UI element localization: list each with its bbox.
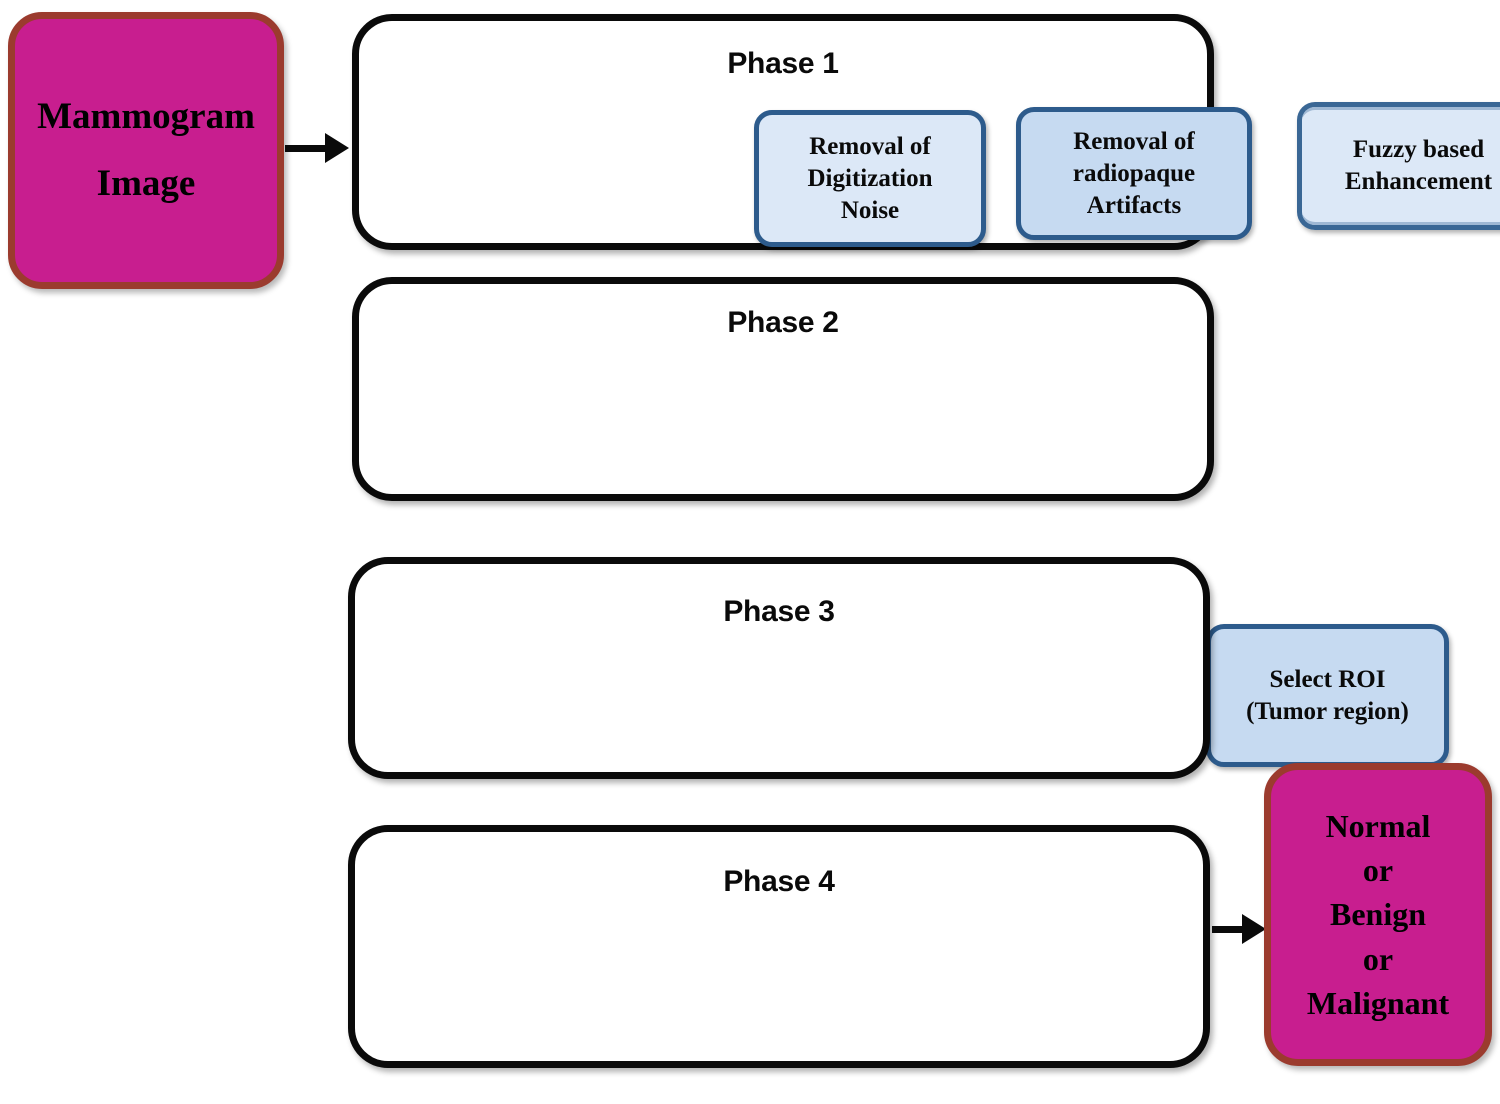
output-node-line: Benign — [1329, 896, 1427, 933]
step-select-roi-tumor-region: Select ROI (Tumor region) — [1206, 624, 1449, 767]
phase-title-2: Phase 2 — [727, 306, 839, 339]
phase-container-1: Phase 1 Removal of Digitization Noise Re… — [352, 14, 1500, 250]
output-node-line: or — [1362, 852, 1394, 889]
step-removal-of-radiopaque-artifacts: Removal of radiopaque Artifacts — [1016, 107, 1252, 240]
step-label: Fuzzy based Enhancement — [1344, 136, 1493, 195]
output-node-line: Malignant — [1306, 984, 1450, 1021]
phase-container-2: Phase 2 Otsu's multiple thresholding Sel… — [352, 277, 1449, 769]
phase-title-3: Phase 3 — [723, 595, 835, 628]
phase-title-1: Phase 1 — [727, 47, 839, 80]
step-fuzzy-based-enhancement: Fuzzy based Enhancement — [1297, 102, 1500, 230]
arrow-head-icon — [325, 133, 349, 163]
step-removal-of-digitization-noise: Removal of Digitization Noise — [754, 110, 986, 247]
step-label: Select ROI (Tumor region) — [1246, 665, 1409, 725]
input-node-line: Image — [96, 162, 196, 204]
arrow-shaft — [1212, 925, 1244, 933]
output-node-line: or — [1362, 940, 1394, 977]
step-label: Removal of radiopaque Artifacts — [1072, 127, 1196, 219]
step-label: Removal of Digitization Noise — [807, 132, 933, 224]
output-node-line: Normal — [1325, 807, 1431, 844]
phase-container-3: Phase 3 Feature Extraction — [348, 557, 1210, 779]
input-node-line: Mammogram — [37, 95, 255, 137]
phase-container-4: Phase 4 Classification — [348, 825, 1210, 1068]
output-node-classification-result: Normal or Benign or Malignant — [1264, 763, 1492, 1066]
arrow-input-to-phase1 — [285, 133, 349, 163]
phase-title-4: Phase 4 — [723, 865, 835, 898]
input-node-mammogram-image: Mammogram Image — [8, 12, 284, 289]
arrow-phase4-to-output — [1212, 914, 1266, 944]
arrow-head-icon — [1242, 914, 1266, 944]
arrow-shaft — [285, 144, 327, 152]
